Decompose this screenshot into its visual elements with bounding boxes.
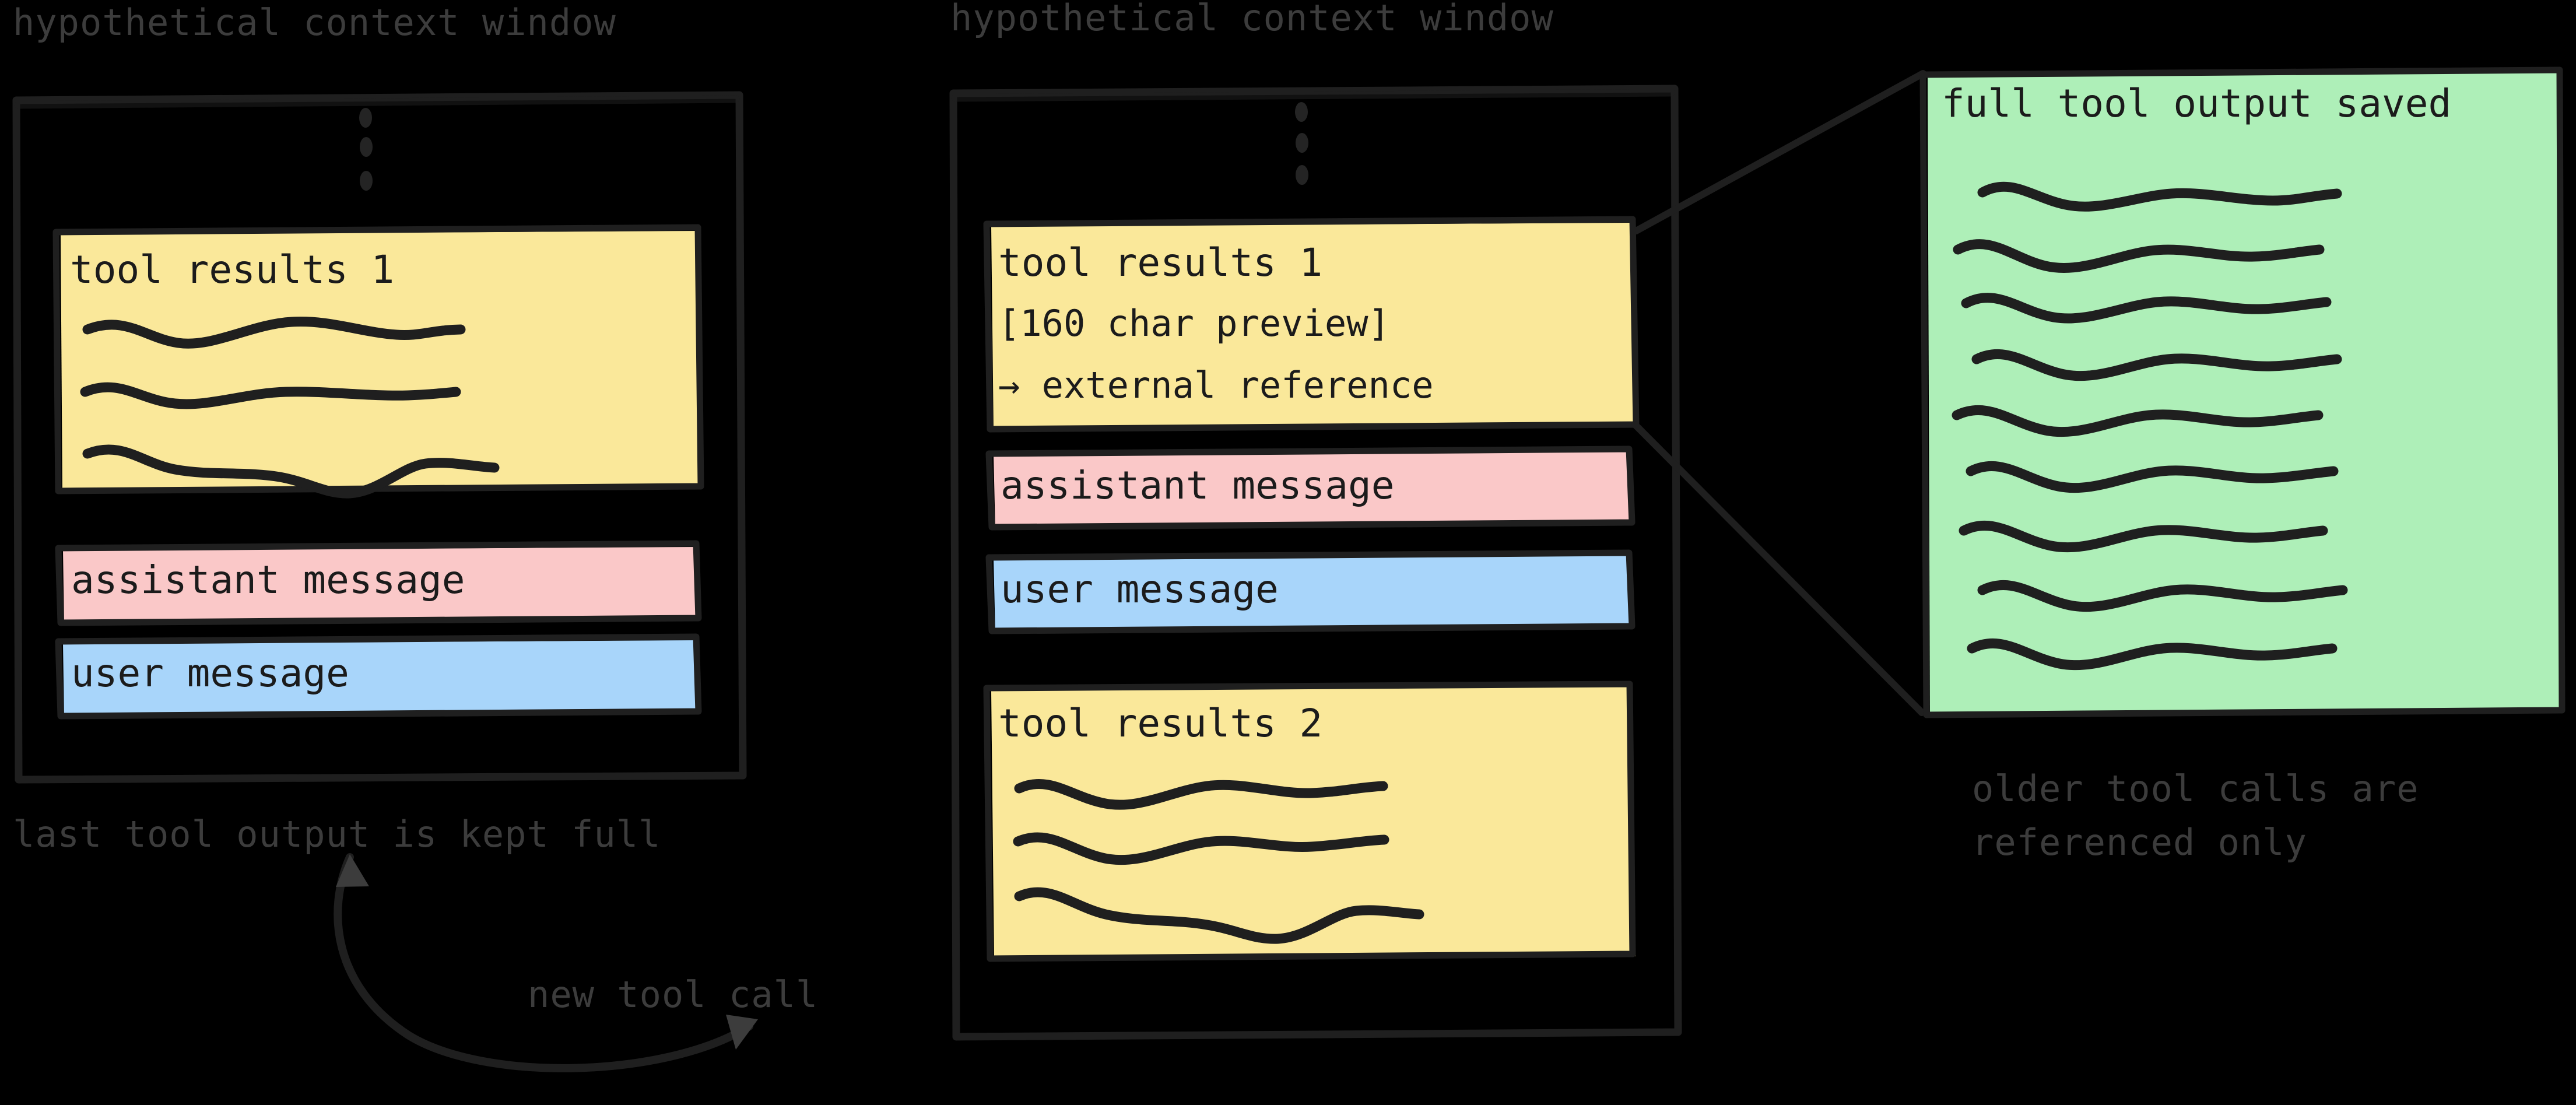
middle-tool-results-1-reference-label: → external reference <box>998 364 1434 406</box>
left-user-message-label: user message <box>71 651 349 696</box>
squiggle-lines <box>80 317 500 499</box>
middle-caption-top: hypothetical context window <box>950 0 1554 39</box>
left-user-message-block[interactable] <box>55 633 702 720</box>
left-caption-top: hypothetical context window <box>13 1 616 44</box>
middle-tool-results-1-preview-label: [160 char preview] <box>998 302 1390 345</box>
middle-assistant-message-block[interactable] <box>985 445 1636 531</box>
external-store-label: full tool output saved <box>1942 81 2452 126</box>
middle-tool-results-2-label: tool results 2 <box>998 701 1323 746</box>
external-store-panel[interactable] <box>1919 66 2566 718</box>
middle-context-window-frame <box>949 85 1682 1041</box>
middle-tool-results-2-block[interactable] <box>983 680 1636 962</box>
left-context-window-frame <box>12 91 747 784</box>
left-tool-results-1-block[interactable] <box>52 224 704 499</box>
left-tool-results-1-label: tool results 1 <box>70 247 395 292</box>
right-caption-line1: older tool calls are <box>1972 767 2419 810</box>
middle-user-message-block[interactable] <box>985 549 1636 634</box>
new-tool-call-label: new tool call <box>528 973 819 1016</box>
middle-tool-results-1-label: tool results 1 <box>998 240 1323 285</box>
middle-assistant-message-label: assistant message <box>1001 463 1395 508</box>
left-assistant-message-block[interactable] <box>55 540 702 626</box>
right-caption-line2: referenced only <box>1972 821 2307 864</box>
funnel-connector <box>1631 70 1926 716</box>
left-caption-bottom: last tool output is kept full <box>13 813 661 855</box>
left-assistant-message-label: assistant message <box>71 557 465 602</box>
squiggle-lines <box>1952 181 2348 671</box>
left-vertical-ellipsis-icon <box>359 108 373 191</box>
middle-user-message-label: user message <box>1001 567 1279 612</box>
new-tool-call-arrow-icon <box>334 853 758 1072</box>
middle-vertical-ellipsis-icon <box>1295 102 1308 185</box>
